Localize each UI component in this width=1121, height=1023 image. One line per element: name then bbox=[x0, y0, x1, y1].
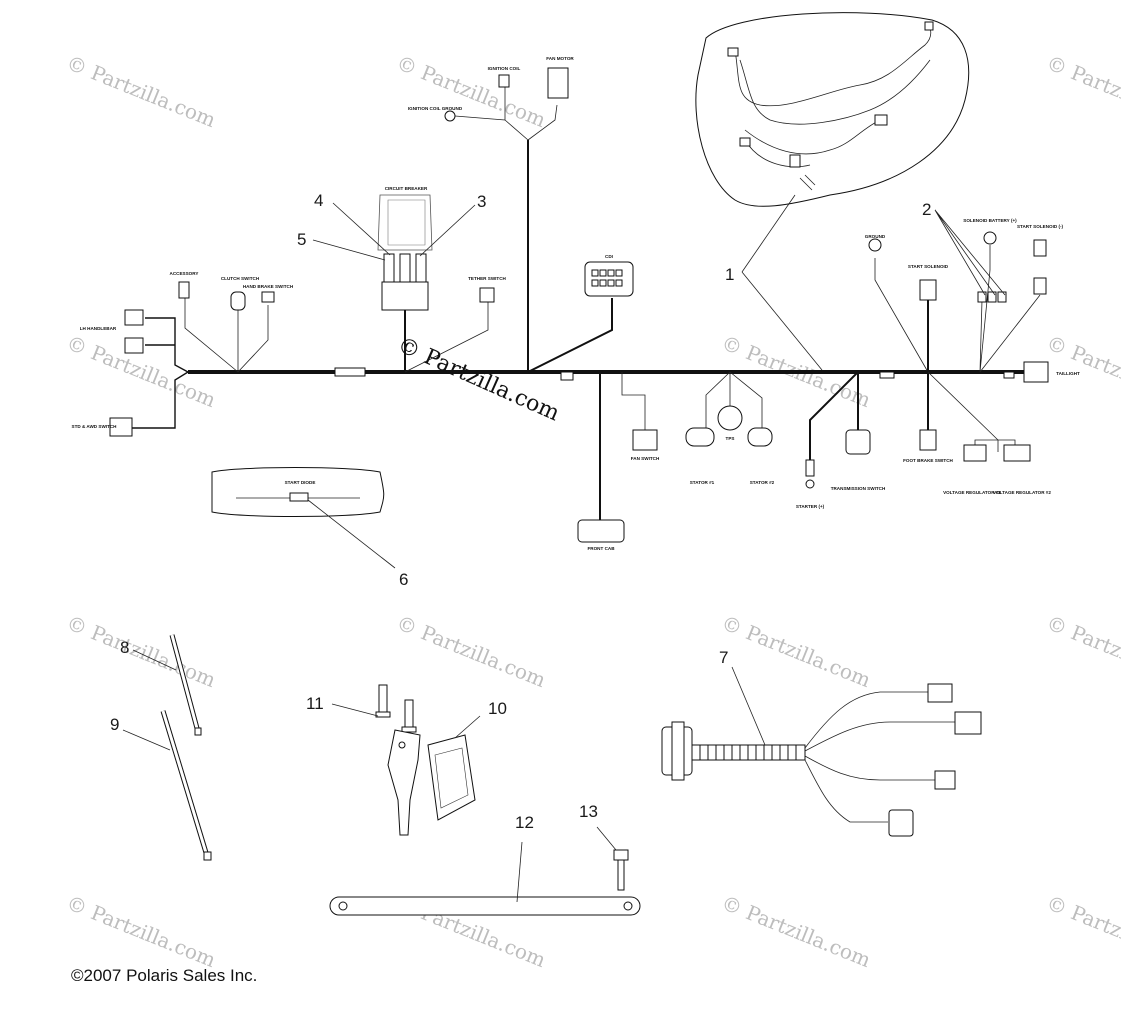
watermark: © Partzilla.com bbox=[393, 50, 549, 132]
connector-labels: IGNITION COIL FAN MOTOR IGNITION COIL GR… bbox=[72, 56, 1081, 551]
watermark: © Partzilla.com bbox=[1043, 330, 1121, 412]
label-ignition-coil: IGNITION COIL bbox=[488, 66, 521, 71]
callout-4: 4 bbox=[314, 191, 323, 210]
callouts: 1 2 3 4 5 6 7 8 9 10 11 12 13 bbox=[110, 191, 931, 832]
watermark: © Partzilla.com bbox=[393, 610, 549, 692]
label-start-diode: START DIODE bbox=[285, 480, 316, 485]
bracket-module bbox=[331, 684, 481, 836]
label-circuit-breaker: CIRCUIT BREAKER bbox=[385, 186, 428, 191]
label-ground: GROUND bbox=[865, 234, 886, 239]
callout-3: 3 bbox=[477, 192, 486, 211]
label-accessory: ACCESSORY bbox=[170, 271, 199, 276]
callout-13: 13 bbox=[579, 802, 598, 821]
callout-7: 7 bbox=[719, 648, 728, 667]
label-start-solenoid: START SOLENOID bbox=[908, 264, 949, 269]
label-front-cab: FRONT CAB bbox=[587, 546, 615, 551]
label-std-awd-switch: STD & AWD SWITCH bbox=[72, 424, 118, 429]
label-hand-brake-switch: HAND BRAKE SWITCH bbox=[243, 284, 294, 289]
label-tps: TPS bbox=[726, 436, 735, 441]
callout-6: 6 bbox=[399, 570, 408, 589]
label-clutch-switch: CLUTCH SWITCH bbox=[221, 276, 260, 281]
copyright-notice: ©2007 Polaris Sales Inc. bbox=[71, 966, 258, 985]
label-stator-1: STATOR #1 bbox=[690, 480, 715, 485]
ground-strap bbox=[329, 826, 641, 916]
cdi-pins bbox=[591, 269, 623, 287]
sub-harness bbox=[661, 666, 982, 837]
label-fan-switch: FAN SWITCH bbox=[631, 456, 660, 461]
callout-5: 5 bbox=[297, 230, 306, 249]
label-voltage-regulator-2: VOLTAGE REGULATOR #2 bbox=[993, 490, 1051, 495]
callout-12: 12 bbox=[515, 813, 534, 832]
label-solenoid-battery: SOLENOID BATTERY (+) bbox=[963, 218, 1017, 223]
callout-8: 8 bbox=[120, 638, 129, 657]
label-taillight: TAILLIGHT bbox=[1056, 371, 1080, 376]
callout-2: 2 bbox=[922, 200, 931, 219]
start-diode-inset bbox=[211, 467, 396, 569]
center-watermark-stamp: © Partzilla.com bbox=[394, 333, 564, 427]
watermark: © Partzilla.com bbox=[63, 890, 219, 972]
label-transmission-switch: TRANSMISSION SWITCH bbox=[831, 486, 886, 491]
label-stator-2: STATOR #2 bbox=[750, 480, 775, 485]
label-tether-switch: TETHER SWITCH bbox=[468, 276, 506, 281]
label-fan-motor: FAN MOTOR bbox=[546, 56, 574, 61]
label-voltage-regulator-1: VOLTAGE REGULATOR #1 bbox=[943, 490, 1001, 495]
watermark: © Partzilla.com bbox=[63, 610, 219, 692]
label-ignition-coil-ground: IGNITION COIL GROUND bbox=[408, 106, 463, 111]
watermark: © Partzilla.com bbox=[63, 50, 219, 132]
watermark: © Partzilla.com bbox=[718, 890, 874, 972]
label-starter: STARTER (+) bbox=[796, 504, 825, 509]
callout-10: 10 bbox=[488, 699, 507, 718]
watermark: © Partzilla.com bbox=[1043, 50, 1121, 132]
watermark: © Partzilla.com bbox=[1043, 890, 1121, 972]
label-lh-handlebar: LH HANDLEBAR bbox=[80, 326, 117, 331]
callout-9: 9 bbox=[110, 715, 119, 734]
harness-overview-inset bbox=[695, 12, 970, 207]
callout-11: 11 bbox=[306, 694, 324, 713]
cable-ties bbox=[122, 634, 212, 861]
watermark: © Partzilla.com bbox=[1043, 610, 1121, 692]
label-start-solenoid-2: START SOLENOID (-) bbox=[1017, 224, 1064, 229]
callout-1: 1 bbox=[725, 265, 734, 284]
label-foot-brake-switch: FOOT BRAKE SWITCH bbox=[903, 458, 953, 463]
main-harness bbox=[109, 67, 1049, 543]
label-cdi: CDI bbox=[605, 254, 613, 259]
watermark: © Partzilla.com bbox=[718, 610, 874, 692]
